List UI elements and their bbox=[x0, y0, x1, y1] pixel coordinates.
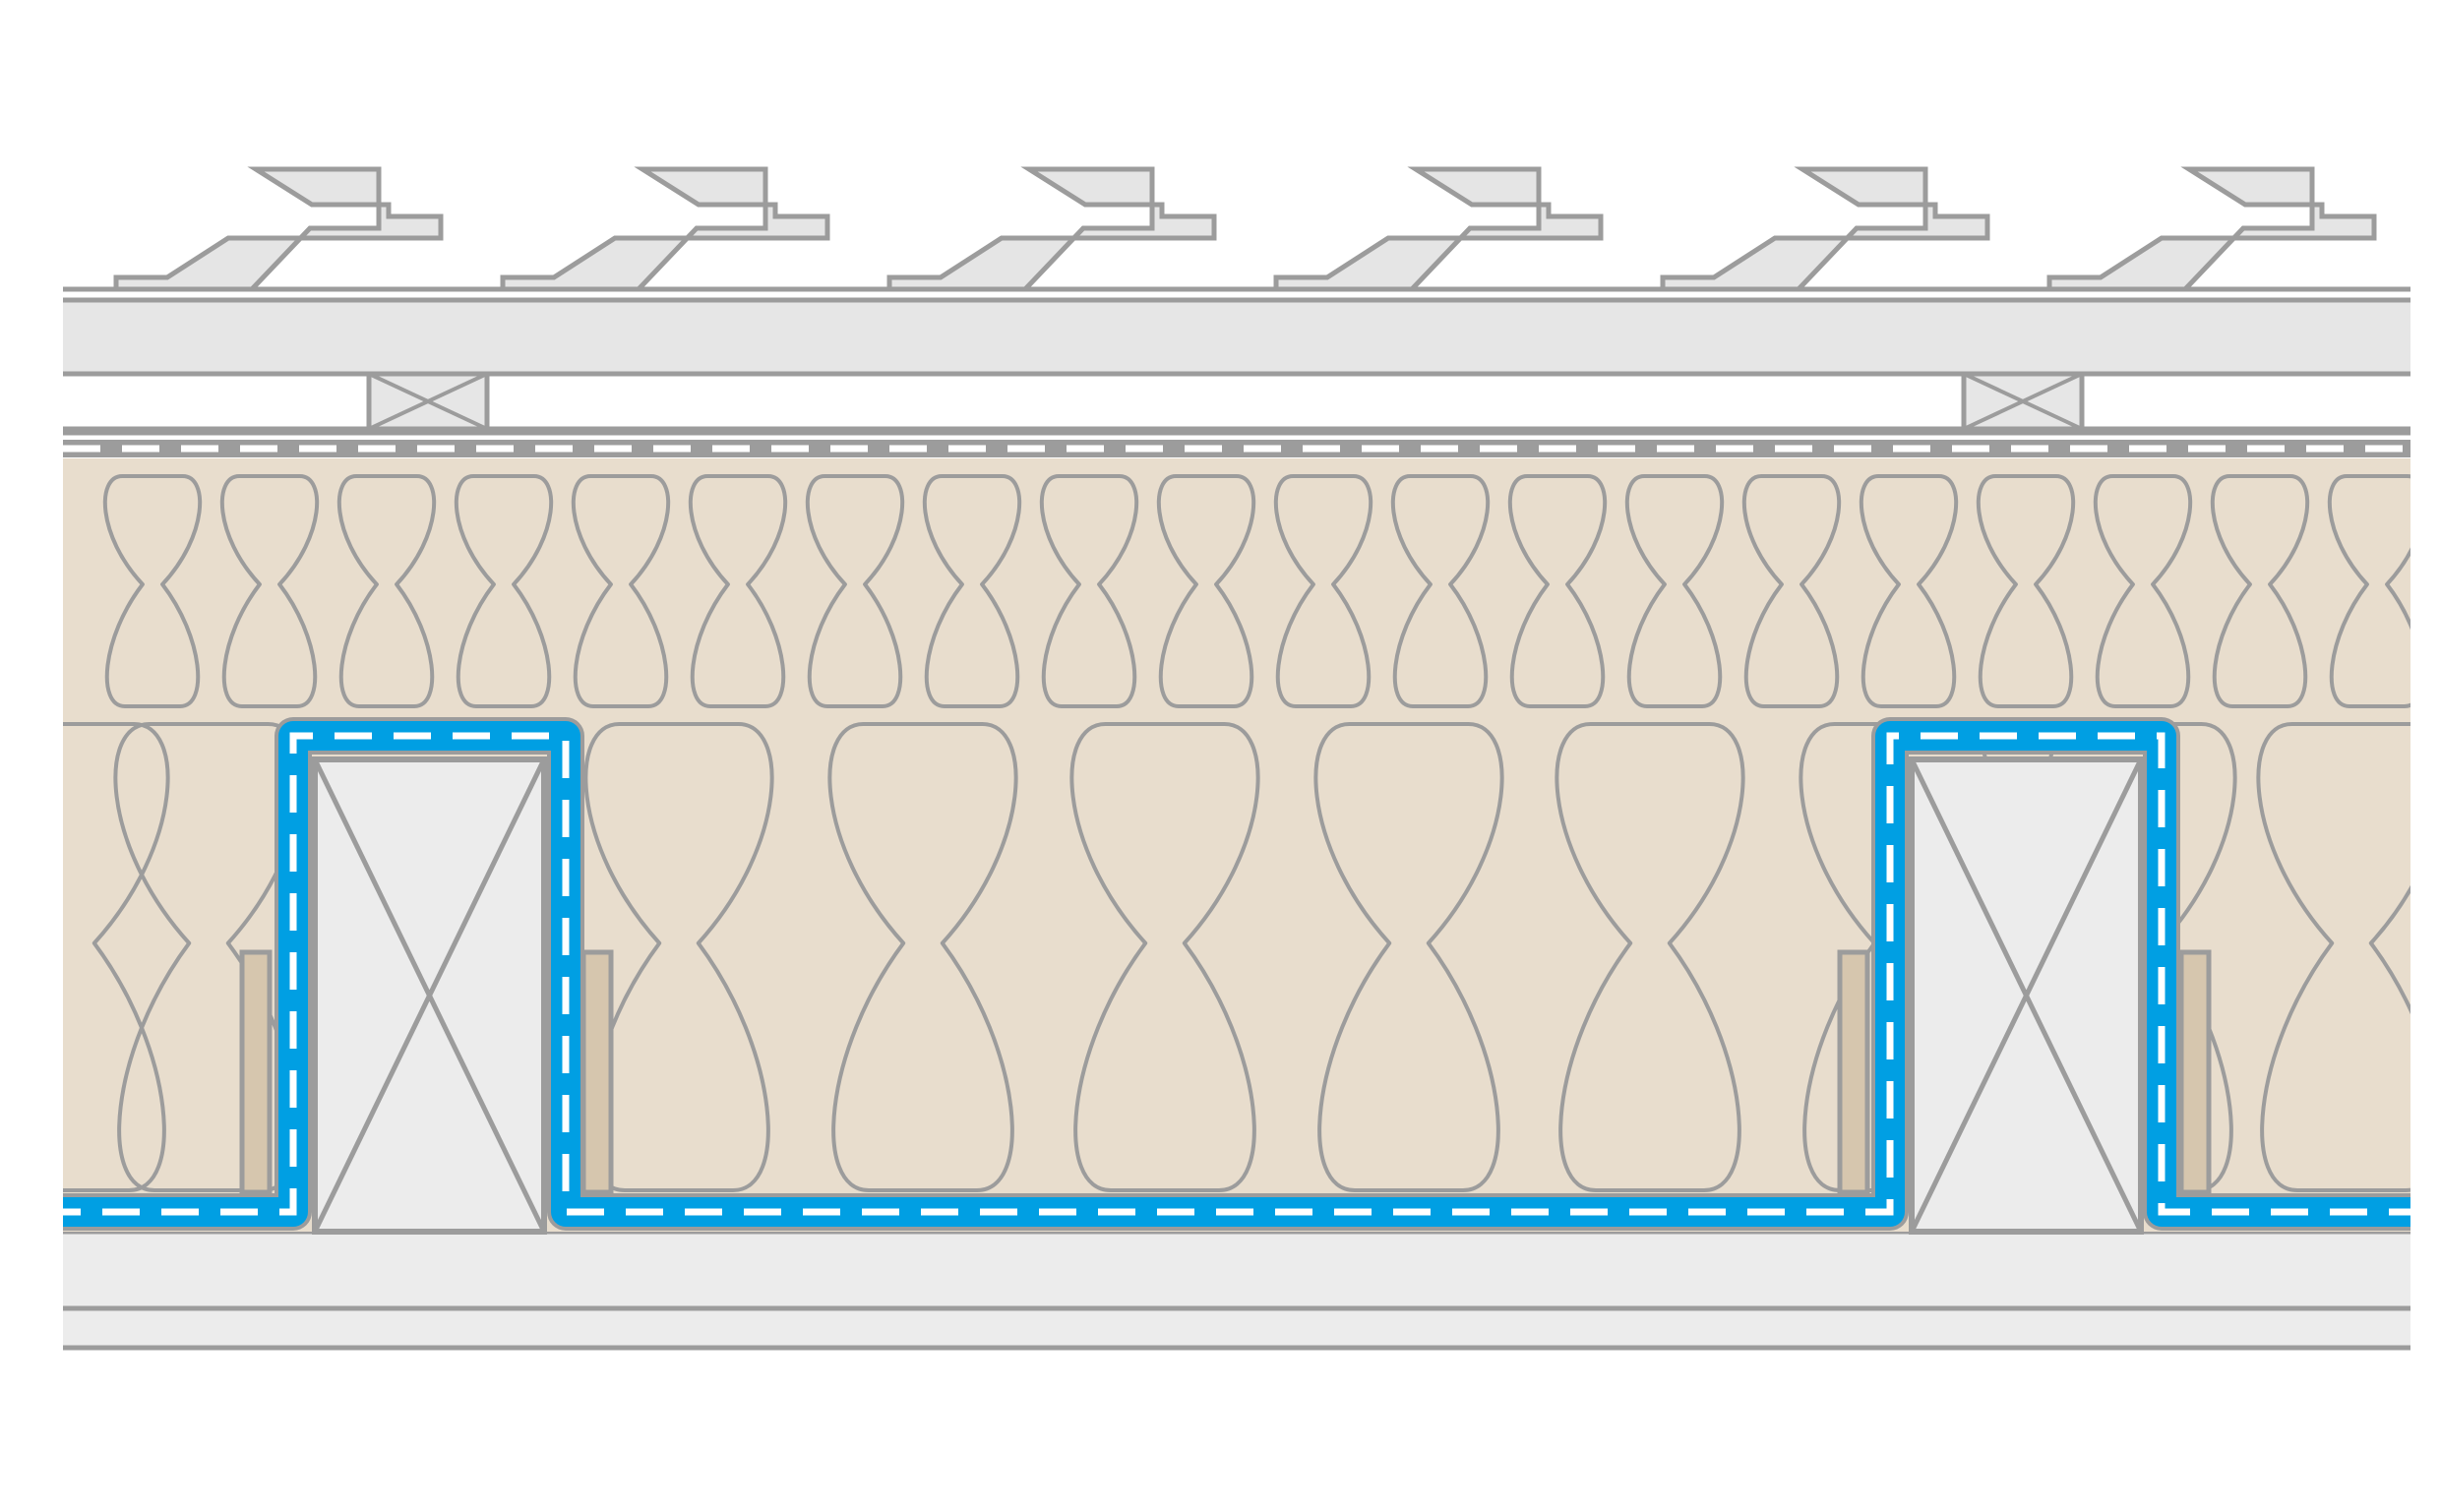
roof-tile bbox=[188, 166, 830, 292]
wool-lobe-upper bbox=[219, 474, 320, 708]
wool-lobe-upper bbox=[336, 474, 437, 708]
wool-lobe-upper bbox=[922, 474, 1022, 708]
wool-lobe-upper bbox=[1507, 474, 1608, 708]
wool-lobe-lower bbox=[1069, 722, 1260, 1192]
wool-lobe-upper bbox=[1390, 474, 1491, 708]
wool-lobe-upper bbox=[1741, 474, 1842, 708]
wool-lobe-upper bbox=[102, 474, 203, 708]
wool-lobe-lower bbox=[1313, 722, 1504, 1192]
wool-lobe-lower bbox=[63, 722, 170, 1192]
vapour-control-membrane bbox=[63, 717, 2410, 1231]
roof-tile bbox=[1735, 166, 2377, 292]
wool-lobe-upper bbox=[1624, 474, 1725, 708]
counter-batten-cross-b bbox=[1963, 372, 2083, 431]
wool-lobe-upper bbox=[1156, 474, 1256, 708]
wool-lobe-lower bbox=[2256, 722, 2410, 1192]
roof-tile bbox=[575, 166, 1217, 292]
roof-tile bbox=[63, 166, 444, 292]
wool-lobe-upper bbox=[2327, 474, 2410, 708]
counter-batten-cross-b bbox=[368, 372, 488, 431]
wool-lobe-upper bbox=[1859, 474, 1959, 708]
fixing-strip bbox=[2178, 949, 2212, 1195]
lining-board-fill bbox=[63, 1232, 2410, 1348]
roof-tile bbox=[1348, 166, 1990, 292]
counter-battens bbox=[366, 371, 2085, 432]
wool-lobe-upper bbox=[2210, 474, 2310, 708]
fixing-strip bbox=[1837, 949, 1870, 1195]
roof-tile bbox=[961, 166, 1604, 292]
wool-lobe-upper bbox=[454, 474, 554, 708]
underlay-membrane bbox=[63, 426, 2410, 457]
wool-lobe-lower bbox=[1555, 722, 1745, 1192]
tile-batten-fill bbox=[63, 300, 2410, 374]
wool-lobe-upper bbox=[1039, 474, 1139, 708]
wool-lobe-upper bbox=[2093, 474, 2193, 708]
rafter-cross-b bbox=[1909, 757, 2144, 1234]
wool-lobe-lower bbox=[827, 722, 1018, 1192]
tile-batten-layer bbox=[63, 297, 2410, 377]
mineral-wool-upper-row bbox=[102, 474, 2410, 708]
wool-lobe-upper bbox=[571, 474, 671, 708]
fixing-strips bbox=[239, 949, 2212, 1195]
fixing-strip bbox=[580, 949, 614, 1195]
wool-lobe-upper bbox=[1273, 474, 1373, 708]
rafter-cross-b bbox=[312, 757, 547, 1234]
membrane-dashes bbox=[63, 732, 2410, 1216]
wool-lobe-upper bbox=[1976, 474, 2076, 708]
wool-lobe-upper bbox=[688, 474, 788, 708]
fixing-strip bbox=[239, 949, 273, 1195]
wool-lobe-lower bbox=[583, 722, 774, 1192]
wool-lobe-upper bbox=[805, 474, 905, 708]
inner-lining-board bbox=[63, 1229, 2410, 1351]
rafters bbox=[312, 756, 2144, 1235]
roof-tiles bbox=[63, 166, 2410, 292]
